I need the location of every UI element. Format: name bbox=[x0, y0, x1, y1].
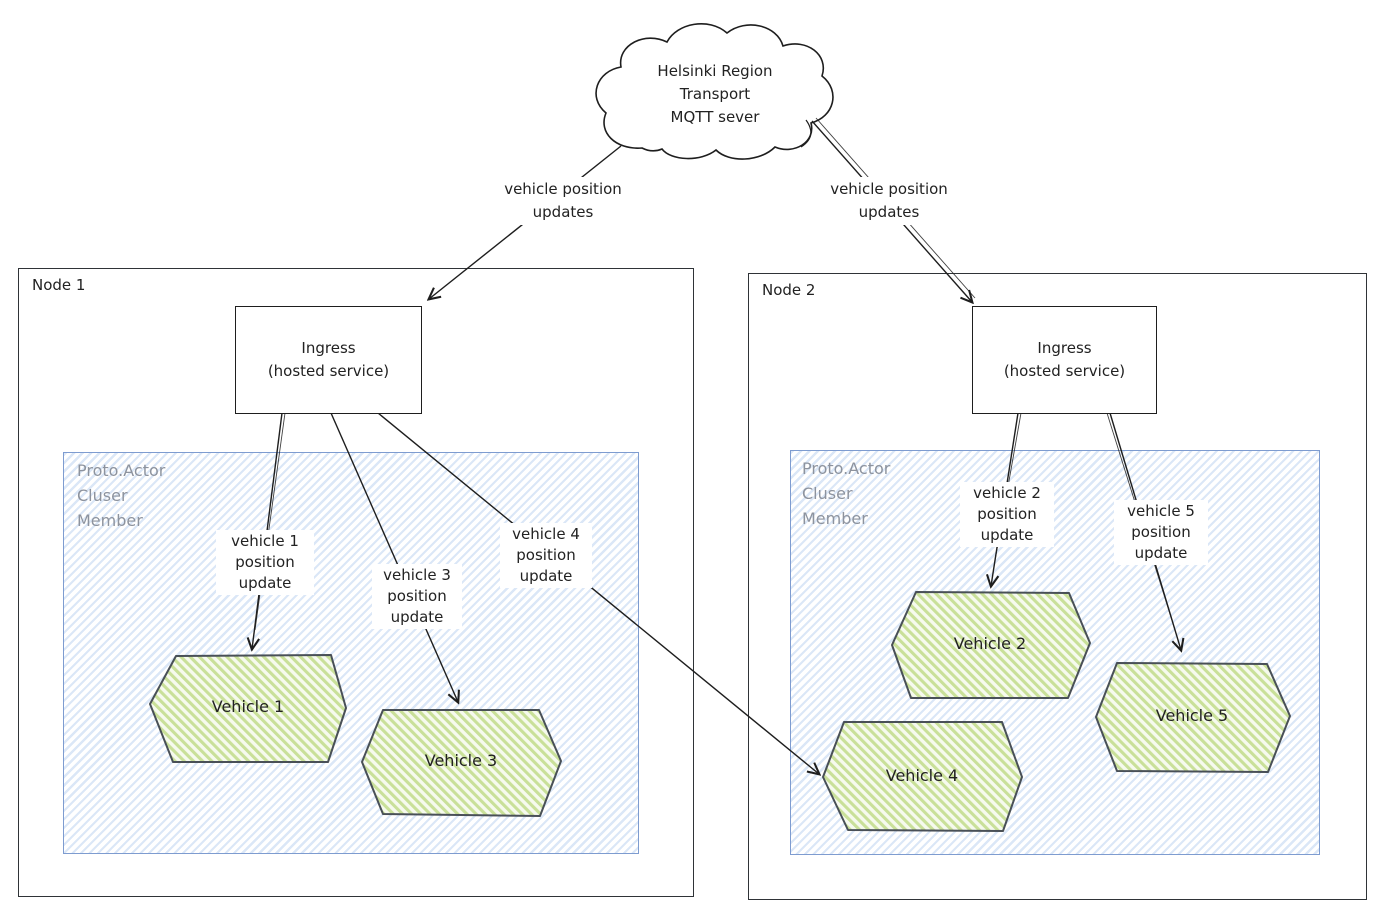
vehicle3-label: Vehicle 3 bbox=[424, 751, 498, 770]
left-updates-label: vehicle position updates bbox=[478, 177, 648, 225]
node2-title: Node 2 bbox=[762, 281, 816, 299]
node1-ingress-box: Ingress (hosted service) bbox=[235, 306, 422, 414]
node2-ingress-box: Ingress (hosted service) bbox=[972, 306, 1157, 414]
vehicle3-update-label: vehicle 3 position update bbox=[372, 564, 462, 629]
vehicle2-update-label: vehicle 2 position update bbox=[960, 482, 1054, 547]
vehicle1-label: Vehicle 1 bbox=[211, 697, 285, 716]
vehicle5-update-label: vehicle 5 position update bbox=[1114, 500, 1208, 565]
right-updates-label: vehicle position updates bbox=[804, 177, 974, 225]
vehicle4-label: Vehicle 4 bbox=[885, 766, 959, 785]
cloud-label: Helsinki Region Transport MQTT sever bbox=[657, 62, 773, 126]
vehicle5-label: Vehicle 5 bbox=[1155, 706, 1229, 725]
node1-title: Node 1 bbox=[32, 276, 86, 294]
vehicle4-update-label: vehicle 4 position update bbox=[500, 523, 592, 588]
node1-cluster-label: Proto.Actor Cluser Member bbox=[77, 461, 166, 530]
node1-ingress-label: Ingress (hosted service) bbox=[267, 339, 390, 380]
node2-ingress-label: Ingress (hosted service) bbox=[1003, 339, 1126, 380]
node2-cluster-label: Proto.Actor Cluser Member bbox=[802, 459, 891, 528]
vehicle1-update-label: vehicle 1 position update bbox=[216, 530, 314, 595]
vehicle2-label: Vehicle 2 bbox=[953, 634, 1027, 653]
